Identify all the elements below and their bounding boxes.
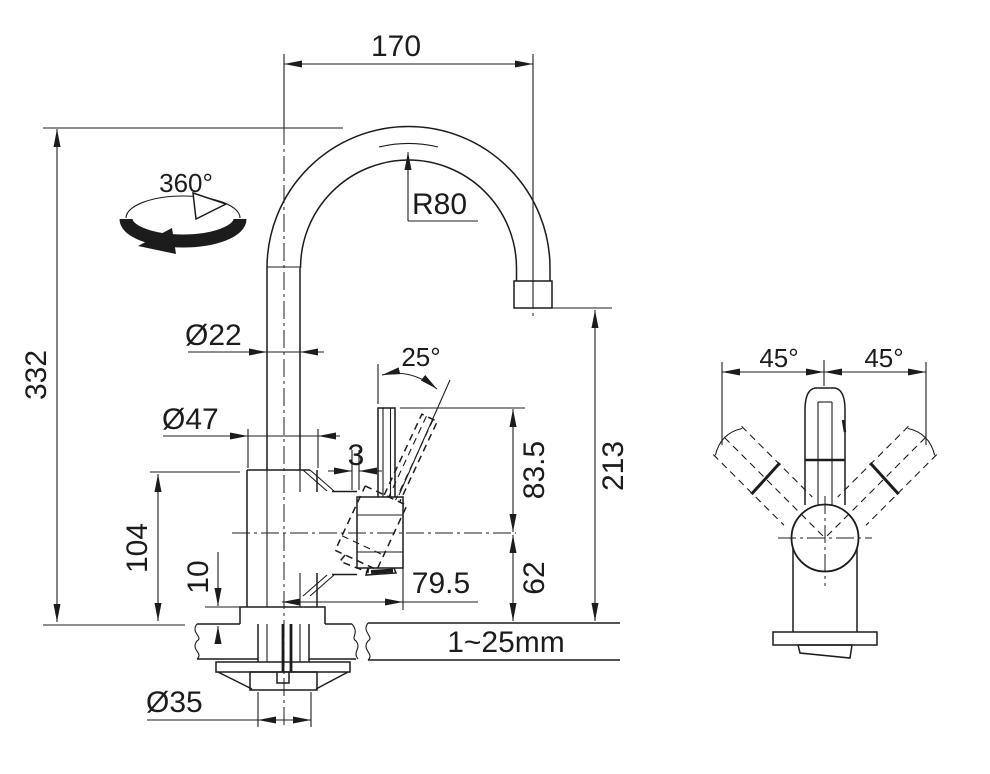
dim-counter-thickness: 1~25mm xyxy=(447,626,565,659)
swivel-arrow-white xyxy=(192,191,228,221)
faucet-body xyxy=(246,469,357,607)
dim-outlet-drop-62: 62 xyxy=(509,535,551,621)
dim-hole-diameter-35: Ø35 xyxy=(146,686,312,727)
countertop-section xyxy=(194,622,620,661)
dim-tube-diameter-22: Ø22 xyxy=(185,319,324,356)
handle-lever xyxy=(377,407,396,497)
outlet-drop-label: 62 xyxy=(518,561,551,594)
dim-handle-height-83-5: 83.5 xyxy=(400,407,551,532)
base-flange xyxy=(239,606,326,624)
handle-reach-label: 79.5 xyxy=(412,567,470,600)
lever-angle-label: 25° xyxy=(401,342,440,372)
hole-diameter-label: Ø35 xyxy=(146,686,203,719)
dim-body-height-104: 104 xyxy=(121,471,240,621)
bend-radius-label: R80 xyxy=(412,188,467,221)
dim-body-diameter-47: Ø47 xyxy=(162,403,340,468)
dim-base-height-10: 10 xyxy=(182,552,240,644)
base-height-label: 10 xyxy=(182,560,215,593)
handle-height-label: 83.5 xyxy=(518,441,551,499)
swivel-arrow-black xyxy=(138,228,176,254)
washer-plate xyxy=(215,661,351,673)
dim-lever-clearance-3: 3 xyxy=(328,439,382,490)
swing-right-label: 45° xyxy=(864,343,903,373)
mounting-nut xyxy=(249,671,318,691)
lever-swing-right-dashed xyxy=(837,425,938,526)
dim-handle-reach-79-5: 79.5 xyxy=(282,556,478,610)
dim-bend-radius-R80: R80 xyxy=(404,152,478,222)
tube-diameter-label: Ø22 xyxy=(185,319,242,352)
spout-reach-label: 170 xyxy=(371,30,421,63)
lever-clearance-label: 3 xyxy=(348,439,365,472)
dim-lever-angle-25: 25° xyxy=(377,342,451,496)
body-diameter-label: Ø47 xyxy=(162,403,219,436)
outlet-height-label: 213 xyxy=(597,441,630,491)
swivel-symbol: 360° xyxy=(119,168,247,254)
swivel-angle-label: 360° xyxy=(159,168,213,198)
front-view-lever xyxy=(804,387,847,505)
dim-overall-height-332: 332 xyxy=(20,127,343,626)
dim-spout-reach-170: 170 xyxy=(283,30,534,307)
front-view: 45° 45° xyxy=(712,343,938,659)
overall-height-label: 332 xyxy=(20,350,53,400)
counter-thickness-label: 1~25mm xyxy=(447,626,565,659)
mounting-hardware xyxy=(215,624,351,691)
front-view-flange xyxy=(772,631,878,646)
dim-outlet-height-213: 213 xyxy=(552,307,630,621)
swing-left-label: 45° xyxy=(759,343,798,373)
dim-swing-45: 45° 45° xyxy=(721,343,927,445)
body-height-label: 104 xyxy=(121,523,154,573)
lever-swing-left-dashed xyxy=(712,425,813,526)
